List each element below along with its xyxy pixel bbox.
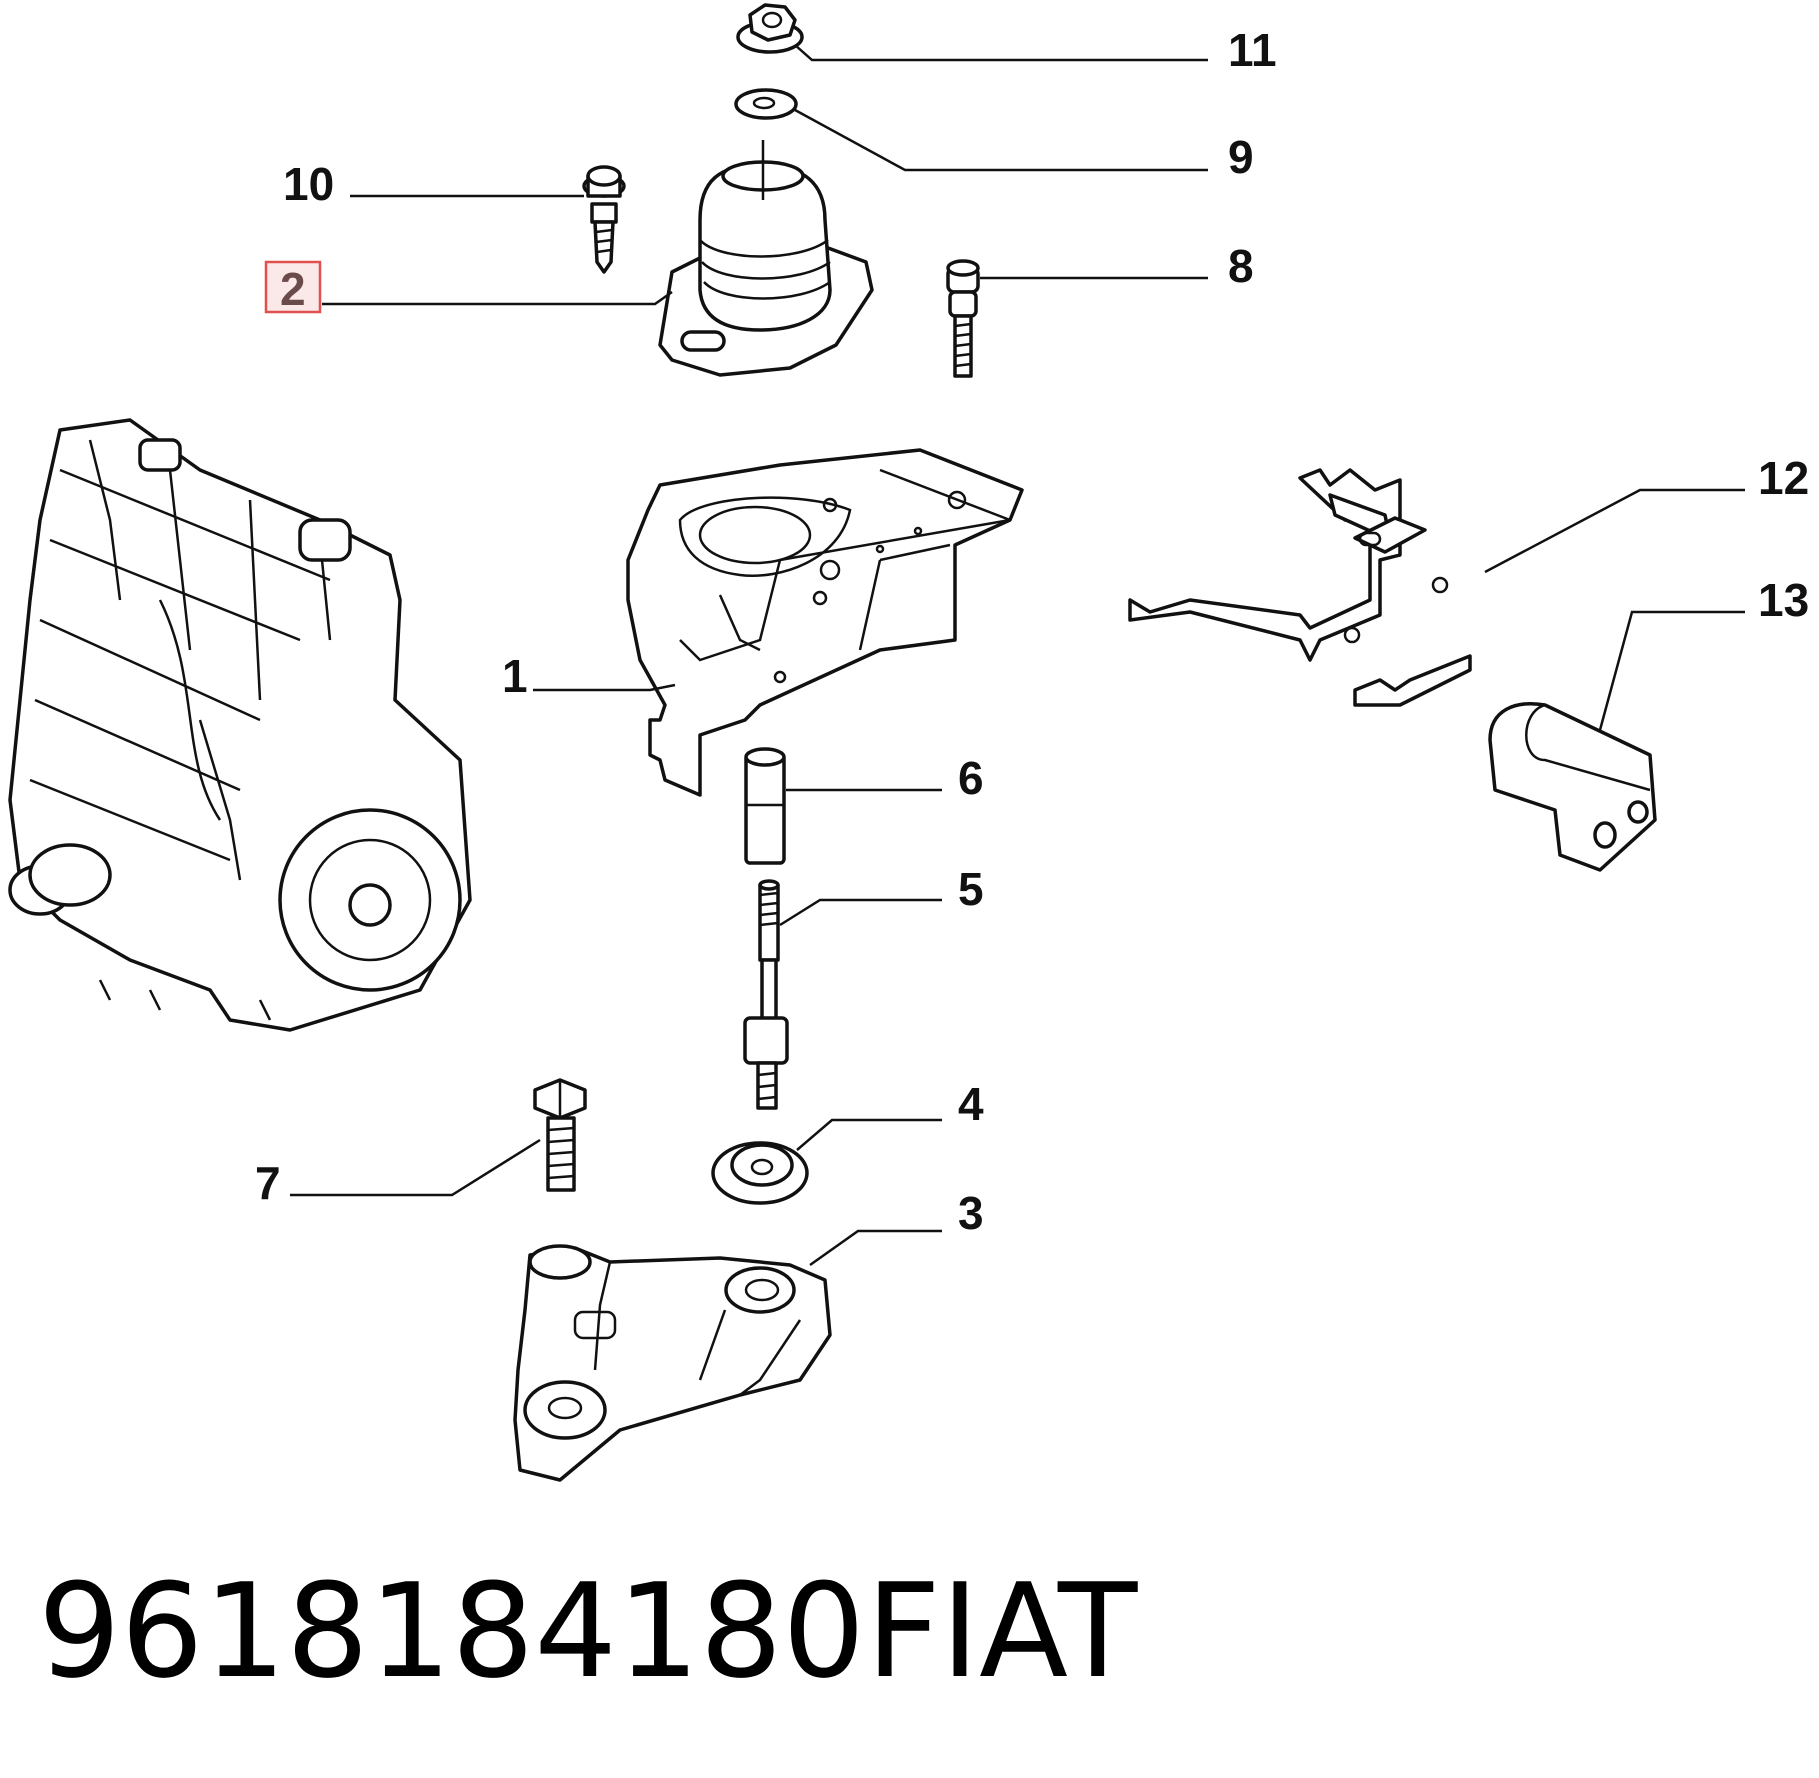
leader-1 <box>533 683 676 692</box>
callout-5[interactable]: 5 <box>958 863 984 915</box>
part-12-bracket <box>1128 468 1472 707</box>
leader-2 <box>322 290 673 306</box>
part-13-cover <box>1488 702 1657 872</box>
leader-12 <box>1484 488 1745 574</box>
part-8-bolt <box>946 259 980 378</box>
brand-caption: FIAT <box>866 1555 1138 1707</box>
part-9-washer <box>734 88 798 120</box>
callout-11[interactable]: 11 <box>1228 24 1277 76</box>
leader-4 <box>796 1118 942 1151</box>
callout-7[interactable]: 7 <box>255 1157 281 1209</box>
part-1-bracket <box>626 448 1024 797</box>
callout-3[interactable]: 3 <box>958 1187 984 1239</box>
leader-9 <box>794 108 1208 172</box>
part-7-bolt <box>533 1078 587 1192</box>
callout-labels: 11 9 10 8 2 12 13 1 6 5 4 7 3 <box>255 24 1809 1239</box>
callout-10[interactable]: 10 <box>283 158 334 210</box>
leader-13 <box>1598 610 1745 731</box>
leader-11 <box>794 44 1208 62</box>
callout-4[interactable]: 4 <box>958 1078 984 1130</box>
part-10-screw <box>582 165 626 274</box>
callout-1[interactable]: 1 <box>502 650 528 702</box>
leader-5 <box>779 898 942 927</box>
callout-9[interactable]: 9 <box>1228 131 1254 183</box>
callout-12[interactable]: 12 <box>1758 452 1809 504</box>
leader-lines <box>290 44 1745 1267</box>
part-5-stud <box>743 879 789 1110</box>
part-4-washer <box>711 1141 809 1205</box>
callout-2[interactable]: 2 <box>280 263 306 315</box>
part-2-engine-mount <box>658 140 874 377</box>
part-11-nut <box>736 3 804 54</box>
callout-2-highlight <box>264 260 322 314</box>
leader-3 <box>809 1229 942 1267</box>
part-number-caption: 9618184180 <box>38 1555 865 1707</box>
callout-6[interactable]: 6 <box>958 752 984 804</box>
callout-13[interactable]: 13 <box>1758 574 1809 626</box>
part-3-lower-mount <box>513 1244 832 1482</box>
callout-8[interactable]: 8 <box>1228 240 1254 292</box>
part-6-sleeve <box>744 747 786 865</box>
engine-block-illustration <box>8 418 472 1032</box>
leader-7 <box>290 1138 541 1197</box>
